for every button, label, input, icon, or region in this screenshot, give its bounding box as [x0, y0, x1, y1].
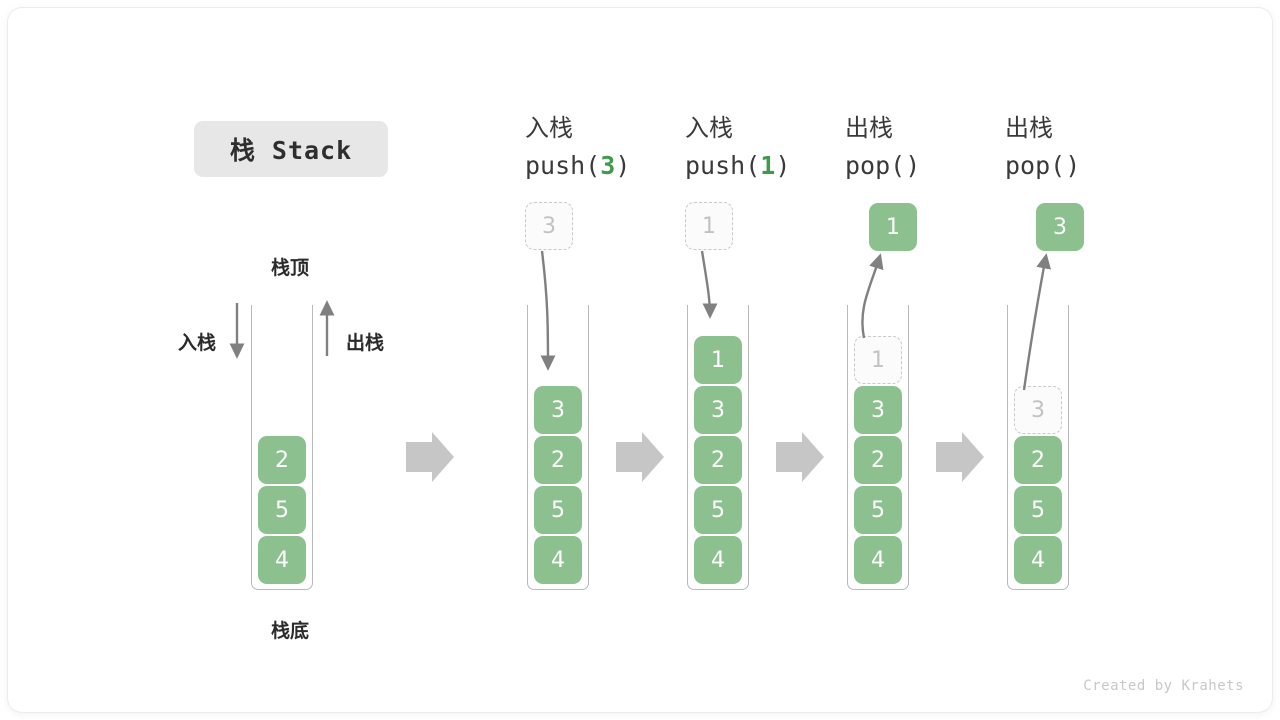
- stack-cell: 2: [694, 436, 742, 484]
- stack-cell: 2: [854, 436, 902, 484]
- stack-walls: [1007, 305, 1069, 590]
- incoming-value-box: 3: [525, 202, 573, 250]
- push-side-label: 入栈: [178, 332, 217, 354]
- stack-cell-ghost: 1: [854, 336, 902, 384]
- stack-cell: 4: [854, 536, 902, 584]
- stack-cell: 3: [854, 386, 902, 434]
- footer-credit: Created by Krahets: [1083, 678, 1244, 694]
- stack-bottom-label: 栈底: [270, 620, 309, 642]
- stack-cell: 2: [258, 436, 306, 484]
- popped-value-box: 1: [869, 203, 917, 251]
- stack-cell: 2: [1014, 436, 1062, 484]
- page-title: 栈 Stack: [194, 121, 388, 177]
- stack-cell: 5: [534, 486, 582, 534]
- stack-cell-ghost: 3: [1014, 386, 1062, 434]
- op-suffix: ): [775, 151, 791, 180]
- stack-walls: [527, 305, 589, 590]
- stack-cell: 5: [694, 486, 742, 534]
- stack-cell: 2: [534, 436, 582, 484]
- step-arrow-4: [936, 432, 984, 482]
- op-prefix: pop(: [1005, 151, 1066, 180]
- stack-cell: 4: [534, 536, 582, 584]
- op-value: 3: [600, 151, 616, 180]
- stack-walls: [687, 305, 749, 590]
- step-arrow-1: [406, 432, 454, 482]
- step-zh-label: 出栈: [1005, 114, 1053, 142]
- op-value: 1: [760, 151, 776, 180]
- popped-value-box: 3: [1036, 203, 1084, 251]
- stack-cell: 1: [694, 336, 742, 384]
- op-prefix: push(: [685, 151, 761, 180]
- step-op-label: push(1): [685, 149, 875, 182]
- stack-cell: 5: [854, 486, 902, 534]
- step-header-2: 入栈 push(1): [685, 113, 875, 182]
- stack-cell: 5: [1014, 486, 1062, 534]
- step-zh-label: 入栈: [525, 114, 573, 142]
- step-header-4: 出栈 pop(): [1005, 113, 1195, 182]
- step-op-label: pop(): [1005, 149, 1195, 182]
- step-arrow-3: [776, 432, 824, 482]
- op-prefix: push(: [525, 151, 601, 180]
- stack-cell: 4: [694, 536, 742, 584]
- stack-cell: 4: [258, 536, 306, 584]
- op-prefix: pop(: [845, 151, 906, 180]
- stack-cell: 5: [258, 486, 306, 534]
- step-header-1: 入栈 push(3): [525, 113, 715, 182]
- stack-walls: [251, 305, 313, 590]
- stack-cell: 3: [694, 386, 742, 434]
- step-zh-label: 入栈: [685, 114, 733, 142]
- step-zh-label: 出栈: [845, 114, 893, 142]
- incoming-value-box: 1: [685, 202, 733, 250]
- step-header-3: 出栈 pop(): [845, 113, 1035, 182]
- op-suffix: ): [615, 151, 631, 180]
- step-arrow-2: [616, 432, 664, 482]
- stack-cell: 3: [534, 386, 582, 434]
- stack-walls: [847, 305, 909, 590]
- step-op-label: pop(): [845, 149, 1035, 182]
- op-suffix: ): [1065, 151, 1081, 180]
- op-suffix: ): [905, 151, 921, 180]
- stack-cell: 4: [1014, 536, 1062, 584]
- pop-side-label: 出栈: [346, 332, 385, 354]
- step-op-label: push(3): [525, 149, 715, 182]
- stack-top-label: 栈顶: [270, 257, 309, 279]
